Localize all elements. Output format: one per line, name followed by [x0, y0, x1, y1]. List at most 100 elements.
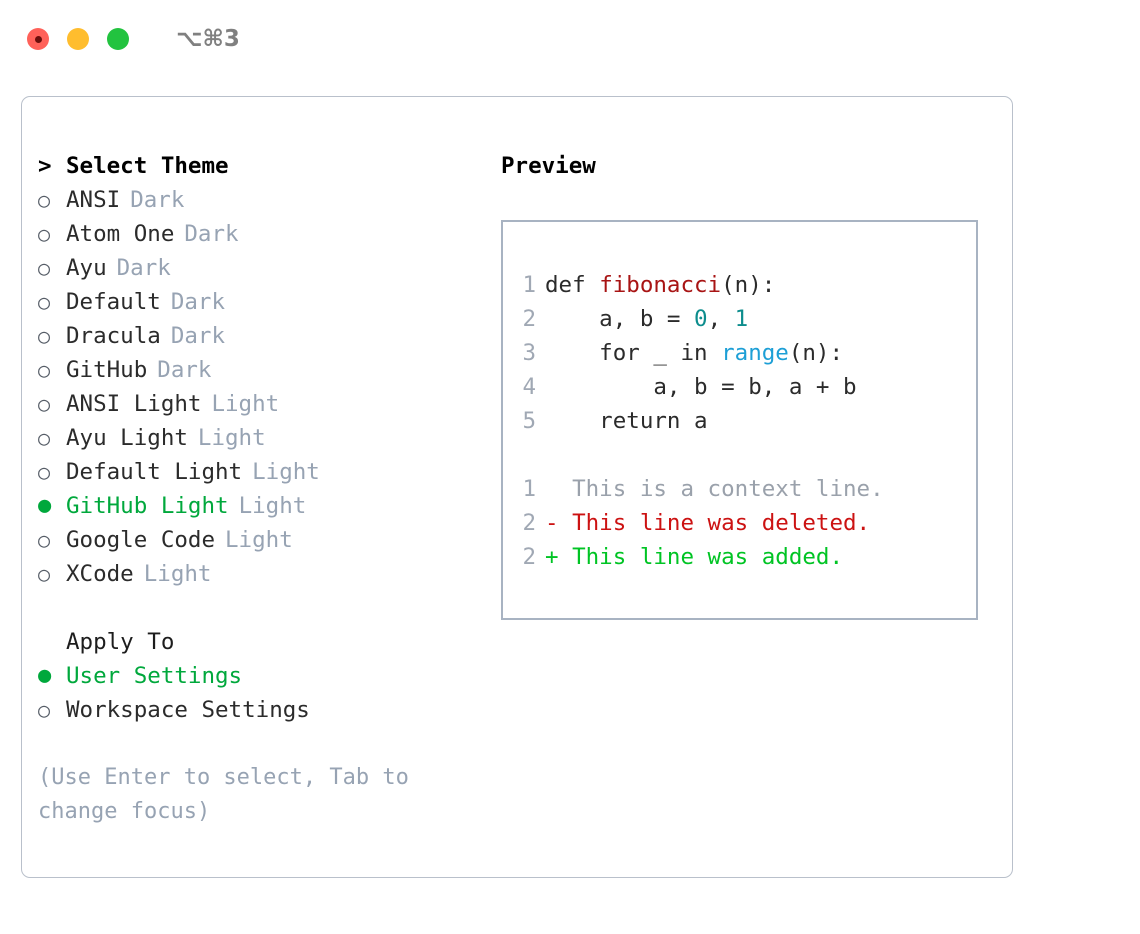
apply-to-header: ○ Apply To	[38, 625, 478, 659]
diff-sample: 1 This is a context line. 2 - This line wa…	[503, 472, 976, 574]
code-line: 1 def fibonacci(n):	[503, 268, 976, 302]
code-line-content: a, b = b, a + b	[545, 370, 857, 404]
theme-option-xcode[interactable]: ○ XCode Light	[38, 557, 478, 591]
theme-option-variant-tag: Light	[238, 493, 307, 519]
theme-option-label: ANSI	[66, 187, 121, 213]
diff-line-content: + This line was added.	[545, 544, 844, 570]
preview-title: Preview	[501, 153, 596, 179]
radio-unselected-icon: ○	[38, 528, 51, 552]
radio-unselected-icon: ○	[38, 222, 51, 246]
code-token: def	[545, 272, 600, 298]
code-line-content: def fibonacci(n):	[545, 268, 775, 302]
apply-to-option-label: User Settings	[66, 663, 243, 689]
theme-option-ayu[interactable]: ○ Ayu Dark	[38, 251, 478, 285]
code-line: 4 a, b = b, a + b	[503, 370, 976, 404]
close-window-icon[interactable]	[27, 28, 49, 50]
code-token: fibonacci	[599, 272, 722, 298]
code-token: (n):	[721, 272, 776, 298]
radio-unselected-icon: ○	[38, 698, 51, 722]
line-number: 1	[522, 272, 536, 298]
theme-option-google-code[interactable]: ○ Google Code Light	[38, 523, 478, 557]
keyboard-shortcut-label: ⌥⌘3	[176, 26, 240, 52]
theme-option-label: Google Code	[66, 527, 216, 553]
code-line-content: for _ in range(n):	[545, 336, 843, 370]
theme-option-variant-tag: Dark	[130, 187, 185, 213]
apply-to-title: Apply To	[66, 629, 175, 655]
line-number: 3	[522, 340, 536, 366]
diff-line: 1 This is a context line.	[503, 472, 976, 506]
line-number: 2	[522, 306, 536, 332]
theme-option-default-light[interactable]: ○ Default Light Light	[38, 455, 478, 489]
code-token: a, b = b, a + b	[545, 374, 857, 400]
list-spacer	[38, 591, 478, 625]
radio-unselected-icon: ○	[38, 562, 51, 586]
theme-option-variant-tag: Light	[211, 391, 280, 417]
theme-option-label: Ayu	[66, 255, 107, 281]
theme-option-atom-one[interactable]: ○ Atom One Dark	[38, 217, 478, 251]
theme-option-label: Atom One	[66, 221, 175, 247]
theme-option-label: Default	[66, 289, 161, 315]
theme-option-variant-tag: Light	[252, 459, 320, 485]
select-theme-title: Select Theme	[66, 153, 229, 179]
window-titlebar: ⌥⌘3	[0, 0, 1140, 78]
line-number: 4	[522, 374, 536, 400]
theme-option-dracula[interactable]: ○ Dracula Dark	[38, 319, 478, 353]
line-number: 5	[522, 408, 536, 434]
theme-option-variant-tag: Light	[197, 425, 266, 451]
minimize-window-icon[interactable]	[67, 28, 89, 50]
code-line-content: a, b = 0, 1	[545, 302, 748, 336]
theme-option-variant-tag: Dark	[170, 289, 226, 315]
diff-line: 2 - This line was deleted.	[503, 506, 976, 540]
code-token: 0	[694, 306, 708, 332]
radio-unselected-icon: ○	[38, 358, 51, 382]
code-line: 2 a, b = 0, 1	[503, 302, 976, 336]
keyboard-hint-text: (Use Enter to select, Tab to change focu…	[38, 765, 423, 824]
code-token: 1	[734, 306, 749, 332]
code-token: for _ in	[545, 340, 722, 366]
diff-line: 2+ This line was added.	[503, 540, 976, 574]
apply-to-option-workspace-settings[interactable]: ○ Workspace Settings	[38, 693, 478, 727]
caret-icon: >	[38, 153, 52, 179]
diff-line-content: - This line was deleted.	[545, 510, 871, 536]
theme-option-variant-tag: Dark	[184, 221, 239, 247]
theme-option-variant-tag: Dark	[116, 255, 171, 281]
theme-option-variant-tag: Dark	[157, 357, 212, 383]
radio-unselected-icon: ○	[38, 256, 51, 280]
diff-line-content: This is a context line.	[545, 476, 884, 502]
code-token: a, b =	[545, 306, 695, 332]
radio-unselected-icon: ○	[38, 426, 51, 450]
radio-selected-icon: ●	[38, 663, 52, 688]
code-token: range	[721, 340, 789, 366]
apply-to-bullet-placeholder: ○	[38, 625, 66, 659]
maximize-window-icon[interactable]	[107, 28, 129, 50]
code-token: return a	[545, 408, 708, 434]
line-number: 2	[522, 510, 536, 536]
apply-to-option-user-settings[interactable]: ● User Settings	[38, 659, 478, 693]
theme-option-variant-tag: Dark	[170, 323, 226, 349]
theme-option-label: Default Light	[66, 459, 243, 485]
code-token: (n):	[788, 340, 844, 366]
theme-option-label: ANSI Light	[66, 391, 202, 417]
line-number: 1	[522, 476, 536, 502]
theme-option-variant-tag: Light	[225, 527, 293, 553]
theme-option-ansi[interactable]: ○ ANSI Dark	[38, 183, 478, 217]
radio-unselected-icon: ○	[38, 324, 51, 348]
theme-option-label: XCode	[66, 561, 134, 587]
code-token: ,	[707, 306, 735, 332]
radio-unselected-icon: ○	[38, 188, 51, 212]
radio-unselected-icon: ○	[38, 460, 51, 484]
apply-to-option-label: Workspace Settings	[66, 697, 310, 723]
theme-option-label: Dracula	[66, 323, 161, 349]
theme-option-variant-tag: Light	[143, 561, 212, 587]
